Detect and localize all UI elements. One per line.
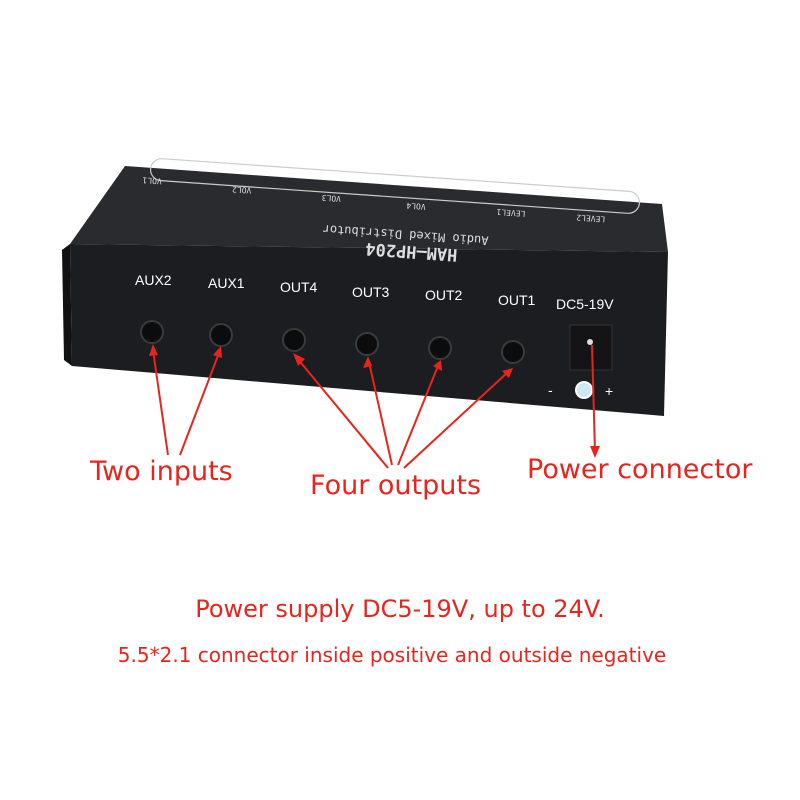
port-label-out2: OUT2 <box>425 287 463 303</box>
device-front-face <box>70 244 668 416</box>
polarity-plus: + <box>605 383 613 399</box>
jack-out3 <box>355 332 379 356</box>
label-two-inputs: Two inputs <box>89 456 233 487</box>
top-label-level2: LEVEL2 <box>576 213 606 224</box>
annotation-arrows <box>152 344 596 469</box>
jack-aux2 <box>140 320 164 344</box>
label-four-outputs: Four outputs <box>310 470 481 501</box>
device-side-left <box>62 244 72 366</box>
arrow-aux1 <box>179 352 220 456</box>
jack-aux1 <box>209 323 233 347</box>
arrow-out3 <box>368 361 393 466</box>
footer-connector-info: 5.5*2.1 connector inside positive and ou… <box>118 643 666 667</box>
polarity-icon <box>575 381 593 399</box>
port-label-out1: OUT1 <box>498 292 536 308</box>
top-label-frame <box>149 158 641 214</box>
top-label-vol2: VOL2 <box>232 185 252 195</box>
dc-power-jack <box>569 324 613 371</box>
port-label-aux2: AUX2 <box>135 272 172 288</box>
port-label-out3: OUT3 <box>352 284 390 300</box>
arrow-aux2 <box>152 349 169 456</box>
footer-power-supply: Power supply DC5-19V, up to 24V. <box>195 595 605 623</box>
jack-out4 <box>282 328 306 352</box>
arrow-out2 <box>397 365 439 466</box>
arrow-out4 <box>296 357 389 469</box>
polarity-minus: - <box>548 382 553 398</box>
top-label-vol1: VOL1 <box>142 175 162 185</box>
port-label-power: DC5-19V <box>556 296 614 312</box>
port-label-out4: OUT4 <box>280 279 318 295</box>
dc-jack-pin <box>587 339 593 345</box>
arrow-power <box>591 344 596 453</box>
port-label-aux1: AUX1 <box>208 275 245 291</box>
label-power-connector: Power connector <box>527 454 753 485</box>
arrow-out1 <box>403 371 509 469</box>
jack-out1 <box>501 340 525 364</box>
device-top-face <box>70 166 668 252</box>
jack-out2 <box>428 336 452 360</box>
top-label-vol4: VOL4 <box>406 201 426 211</box>
top-label-vol3: VOL3 <box>321 193 341 203</box>
top-label-level1: LEVEL1 <box>496 207 526 218</box>
